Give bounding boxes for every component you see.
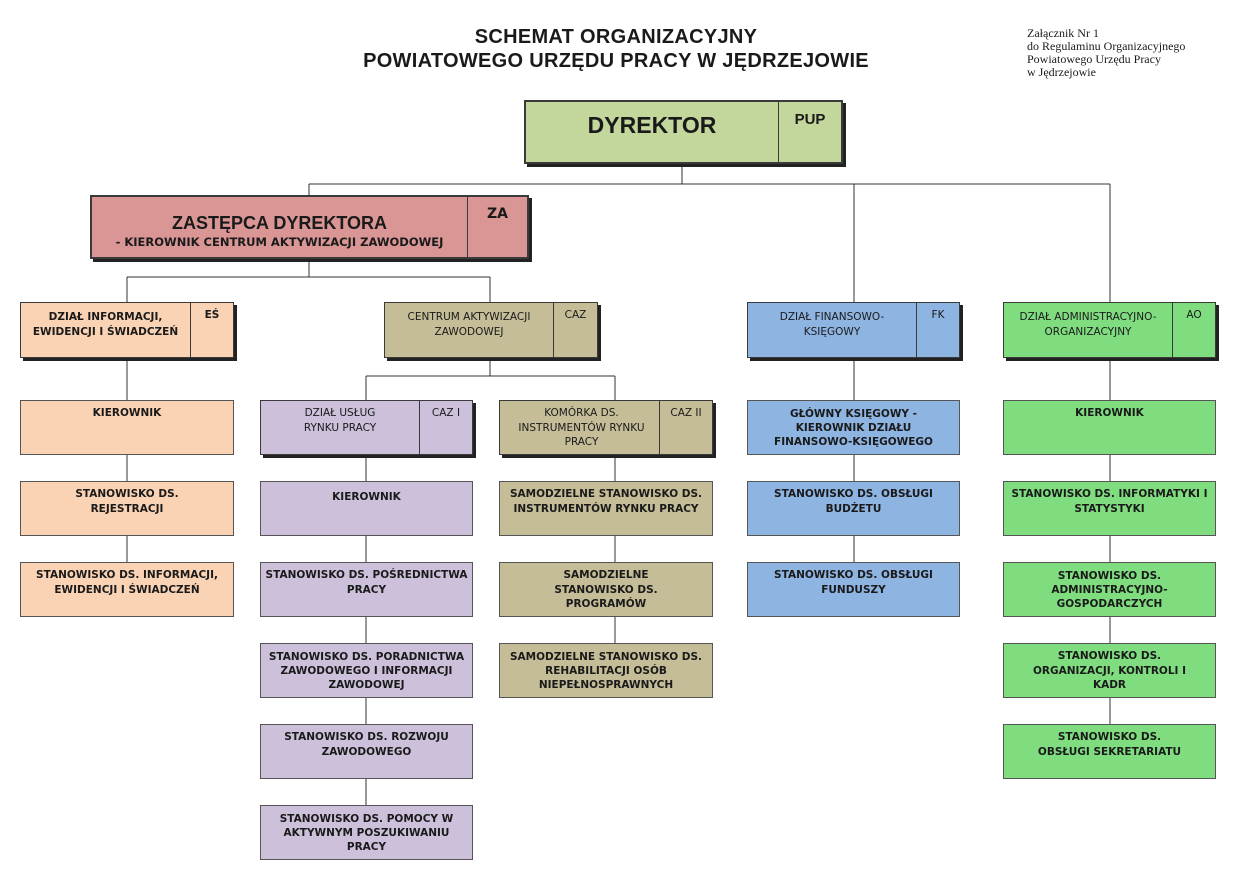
department-caz2-label: KOMÓRKA DS. INSTRUMENTÓW RYNKU PRACY bbox=[518, 407, 645, 448]
deputy-director-box: ZASTĘPCA DYREKTORA - KIEROWNIK CENTRUM A… bbox=[90, 195, 529, 259]
chart-title-line-2: POWIATOWEGO URZĘDU PRACY W JĘDRZEJOWIE bbox=[363, 50, 869, 72]
deputy-director-code: ZA bbox=[467, 197, 527, 257]
annex-line-4: w Jędrzejowie bbox=[1027, 65, 1096, 79]
director-code: PUP bbox=[778, 102, 841, 162]
department-caz1-label: DZIAŁ USŁUG RYNKU PRACY bbox=[303, 407, 377, 434]
deputy-director-title: ZASTĘPCA DYREKTORA bbox=[171, 213, 387, 233]
es-position-manager: KIEROWNIK bbox=[20, 400, 234, 455]
deputy-director-label: ZASTĘPCA DYREKTORA - KIEROWNIK CENTRUM A… bbox=[92, 197, 467, 257]
caz1-position-manager: KIEROWNIK bbox=[260, 481, 473, 536]
deputy-director-subtitle: - KIEROWNIK CENTRUM AKTYWIZACJI ZAWODOWE… bbox=[115, 235, 444, 249]
department-fk-code: FK bbox=[916, 303, 959, 357]
department-es-code: EŚ bbox=[190, 303, 233, 357]
caz1-position-placement: STANOWISKO DS. POŚREDNICTWA PRACY bbox=[260, 562, 473, 617]
department-caz1-box: DZIAŁ USŁUG RYNKU PRACY CAZ I bbox=[260, 400, 473, 455]
department-ao-label: DZIAŁ ADMINISTRACYJNO-ORGANIZACYJNY bbox=[1019, 311, 1157, 338]
department-ao-box: DZIAŁ ADMINISTRACYJNO-ORGANIZACYJNY AO bbox=[1003, 302, 1216, 358]
department-caz2-code: CAZ II bbox=[659, 401, 712, 454]
department-fk-box: DZIAŁ FINANSOWO-KSIĘGOWY FK bbox=[747, 302, 960, 358]
caz1-position-counselling: STANOWISKO DS. PORADNICTWA ZAWODOWEGO I … bbox=[260, 643, 473, 698]
department-caz-code: CAZ bbox=[553, 303, 597, 357]
caz1-position-development: STANOWISKO DS. ROZWOJU ZAWODOWEGO bbox=[260, 724, 473, 779]
department-caz1-code: CAZ I bbox=[419, 401, 472, 454]
department-fk-label: DZIAŁ FINANSOWO-KSIĘGOWY bbox=[779, 311, 885, 338]
director-box: DYREKTOR PUP bbox=[524, 100, 843, 164]
director-label: DYREKTOR bbox=[587, 112, 717, 138]
department-caz-box: CENTRUM AKTYWIZACJI ZAWODOWEJ CAZ bbox=[384, 302, 598, 358]
annex-note: Załącznik Nr 1 do Regulaminu Organizacyj… bbox=[1027, 27, 1185, 79]
fk-position-chief-accountant: GŁÓWNY KSIĘGOWY - KIEROWNIK DZIAŁU FINAN… bbox=[747, 400, 960, 455]
fk-position-funds: STANOWISKO DS. OBSŁUGI FUNDUSZY bbox=[747, 562, 960, 617]
annex-line-3: Powiatowego Urzędu Pracy bbox=[1027, 52, 1161, 66]
fk-position-budget: STANOWISKO DS. OBSŁUGI BUDŻETU bbox=[747, 481, 960, 536]
department-es-label: DZIAŁ INFORMACJI, EWIDENCJI I ŚWIADCZEŃ bbox=[32, 311, 179, 338]
es-position-registration: STANOWISKO DS. REJESTRACJI bbox=[20, 481, 234, 536]
department-caz-label: CENTRUM AKTYWIZACJI ZAWODOWEJ bbox=[407, 311, 531, 338]
ao-position-organization-hr: STANOWISKO DS. ORGANIZACJI, KONTROLI I K… bbox=[1003, 643, 1216, 698]
es-position-information: STANOWISKO DS. INFORMACJI, EWIDENCJI I Ś… bbox=[20, 562, 234, 617]
annex-line-1: Załącznik Nr 1 bbox=[1027, 26, 1099, 40]
caz2-position-programs: SAMODZIELNE STANOWISKO DS. PROGRAMÓW bbox=[499, 562, 713, 617]
ao-position-it-statistics: STANOWISKO DS. INFORMATYKI I STATYSTYKI bbox=[1003, 481, 1216, 536]
ao-position-manager: KIEROWNIK bbox=[1003, 400, 1216, 455]
caz1-position-job-search: STANOWISKO DS. POMOCY W AKTYWNYM POSZUKI… bbox=[260, 805, 473, 860]
chart-title-line-1: SCHEMAT ORGANIZACYJNY bbox=[474, 26, 758, 48]
department-caz2-box: KOMÓRKA DS. INSTRUMENTÓW RYNKU PRACY CAZ… bbox=[499, 400, 713, 455]
annex-line-2: do Regulaminu Organizacyjnego bbox=[1027, 39, 1186, 53]
caz2-position-instruments: SAMODZIELNE STANOWISKO DS. INSTRUMENTÓW … bbox=[499, 481, 713, 536]
ao-position-administration: STANOWISKO DS. ADMINISTRACYJNO-GOSPODARC… bbox=[1003, 562, 1216, 617]
ao-position-secretariat: STANOWISKO DS. OBSŁUGI SEKRETARIATU bbox=[1003, 724, 1216, 779]
department-es-box: DZIAŁ INFORMACJI, EWIDENCJI I ŚWIADCZEŃ … bbox=[20, 302, 234, 358]
department-ao-code: AO bbox=[1172, 303, 1215, 357]
caz2-position-rehabilitation: SAMODZIELNE STANOWISKO DS. REHABILITACJI… bbox=[499, 643, 713, 698]
